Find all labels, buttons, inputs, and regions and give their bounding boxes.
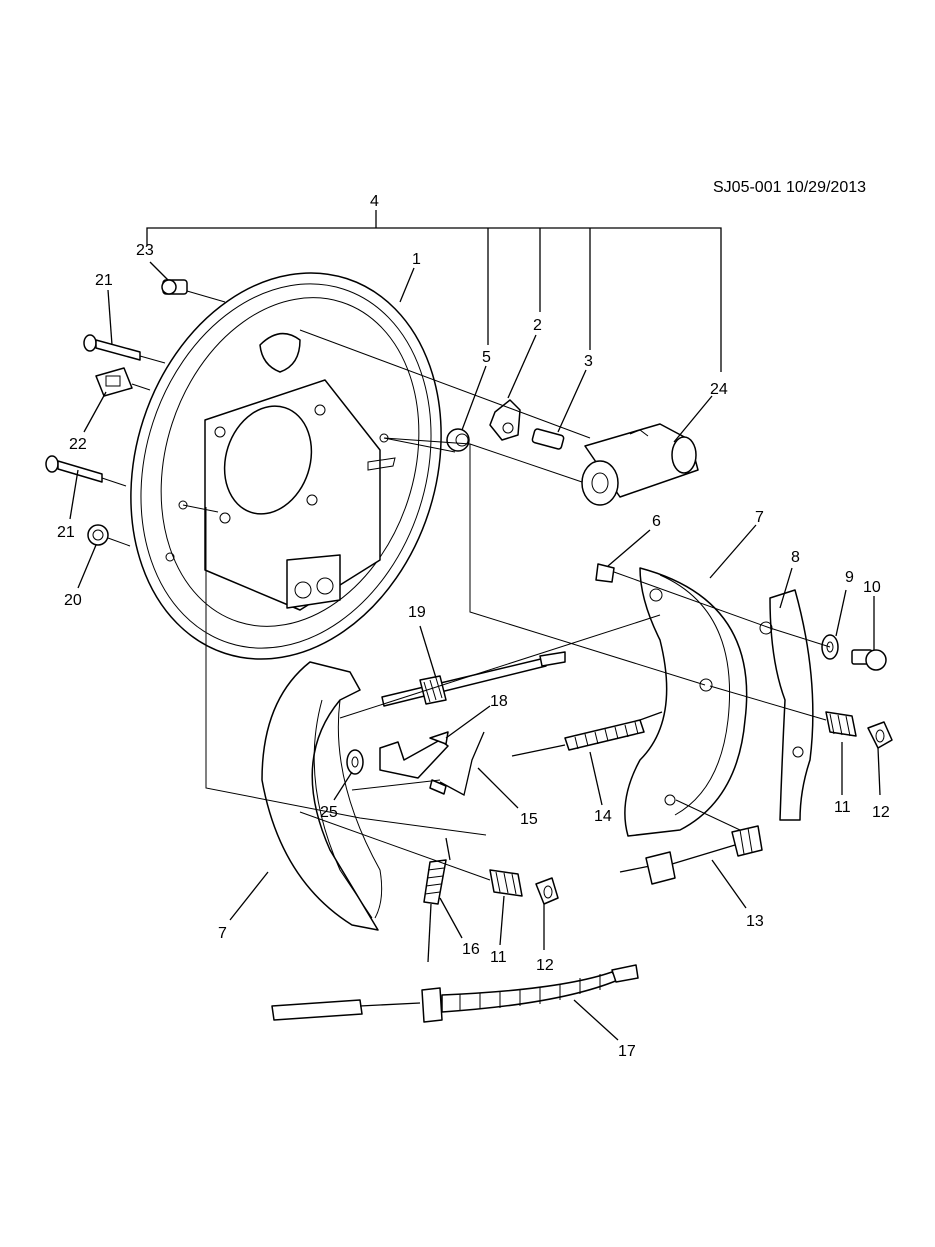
- cylinder-bracket: [489, 399, 521, 441]
- pin-10: [851, 649, 887, 671]
- upper-return-spring: [511, 711, 663, 757]
- callout-14: 14: [594, 808, 612, 825]
- brake-shoe-left: [261, 661, 383, 931]
- adjuster-lever: [379, 731, 449, 779]
- washer-6: [595, 563, 615, 583]
- callout-13: 13: [746, 913, 764, 930]
- callout-5: 5: [482, 349, 491, 366]
- callout-19: 19: [408, 604, 426, 621]
- callout-16: 16: [462, 941, 480, 958]
- grommet-22: [95, 367, 133, 397]
- callout-3: 3: [584, 353, 593, 370]
- callout-23: 23: [136, 242, 154, 259]
- hold-down-spring-lower: [489, 869, 523, 897]
- callout-8: 8: [791, 549, 800, 566]
- callout-4: 4: [370, 193, 379, 210]
- lower-return-spring: [619, 825, 763, 885]
- bolt-21-top: [83, 334, 141, 361]
- callout-11-right: 11: [834, 799, 851, 816]
- callout-labels: 1 2 3 4 5 6 7 7 8 9 10 11 11 12 12 13 14…: [57, 193, 890, 1060]
- callout-22: 22: [69, 436, 87, 453]
- parking-cable: [271, 964, 639, 1023]
- alignment-lines: [101, 290, 831, 881]
- plug-20: [87, 524, 109, 546]
- callout-15: 15: [520, 811, 538, 828]
- callout-18: 18: [490, 693, 508, 710]
- bolt-23: [161, 279, 188, 295]
- lever-spring: [429, 731, 485, 796]
- adjuster-strut: [381, 651, 566, 707]
- backing-plate: [130, 272, 442, 660]
- leader-lines: [69, 261, 881, 1041]
- cap-right: [867, 721, 893, 749]
- callout-7-right: 7: [755, 509, 764, 526]
- callout-11-lower: 11: [490, 949, 507, 966]
- callout-12-right: 12: [872, 804, 890, 821]
- callout-24: 24: [710, 381, 728, 398]
- callout-10: 10: [863, 579, 881, 596]
- callout-6: 6: [652, 513, 661, 530]
- washer-25: [346, 749, 364, 775]
- callout-21-bottom: 21: [57, 524, 75, 541]
- callout-7-left: 7: [218, 925, 227, 942]
- callout-21-top: 21: [95, 272, 113, 289]
- callout-2: 2: [533, 317, 542, 334]
- hold-down-spring-right: [825, 711, 857, 737]
- adjuster-spring: [423, 837, 451, 963]
- wheel-cylinder: [581, 423, 699, 506]
- cap-lower: [535, 877, 559, 905]
- group-bracket: [146, 210, 722, 372]
- callout-1: 1: [412, 251, 421, 268]
- callout-12-lower: 12: [536, 957, 554, 974]
- callout-17: 17: [618, 1043, 636, 1060]
- brake-shoe-right: [624, 567, 748, 837]
- bleeder-screw: [531, 428, 565, 450]
- callout-9: 9: [845, 569, 854, 586]
- parking-lever: [759, 589, 814, 821]
- callout-20: 20: [64, 592, 82, 609]
- diagram-reference: SJ05-001 10/29/2013: [713, 179, 867, 196]
- nut: [446, 428, 470, 452]
- callout-25: 25: [320, 804, 338, 821]
- bolt-21-bottom: [45, 455, 103, 483]
